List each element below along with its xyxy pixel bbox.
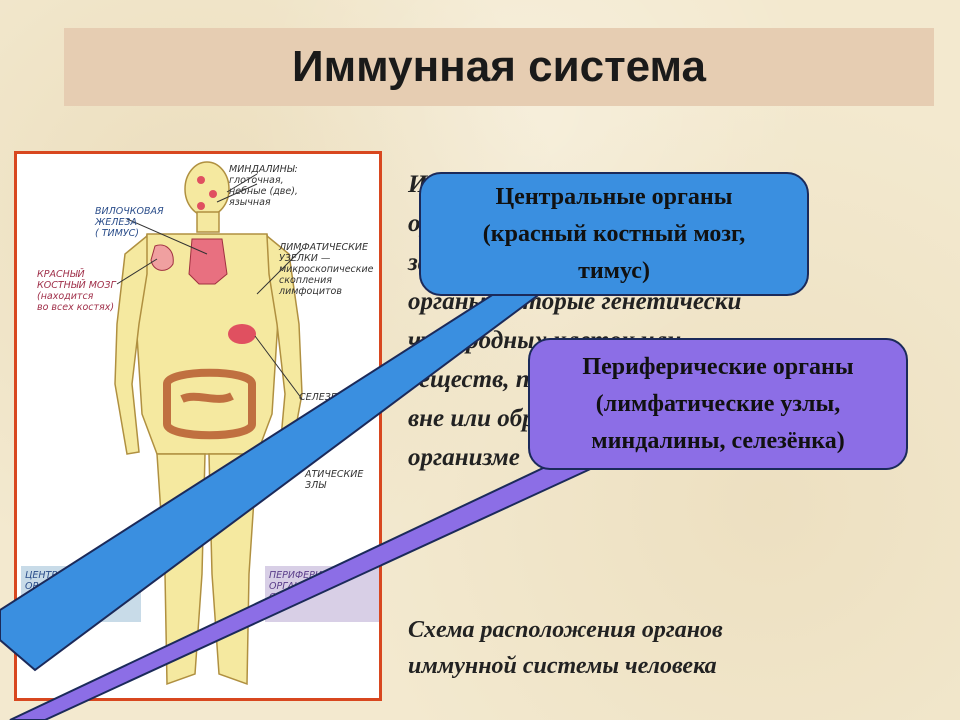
- central-organs-box: ЦЕНТР ОР СИСТЕМЫ: [21, 566, 141, 622]
- thymus-organ: [188, 238, 228, 285]
- page-title: Иммунная система: [291, 42, 706, 91]
- intestine: [180, 392, 234, 403]
- tonsil-mark: [197, 176, 205, 184]
- spleen-organ: [228, 324, 256, 344]
- central-organs-callout: Центральные органы (красный костный мозг…: [419, 172, 809, 296]
- lymph-nodes-lower-label: АТИЧЕСКИЕ ЗЛЫ: [305, 469, 364, 491]
- lymph-nodes-label: ЛИМФАТИЧЕСКИЕ УЗЕЛКИ — микроскопические …: [279, 242, 374, 297]
- left-leg: [156, 453, 206, 686]
- tonsils-label: МИНДАЛИНЫ: глоточная, небные (две), языч…: [229, 164, 298, 208]
- tonsil-mark: [209, 190, 217, 198]
- head: [184, 161, 230, 217]
- peripheral-organs-callout: Периферические органы (лимфатические узл…: [528, 338, 908, 470]
- title-bar: Иммунная система: [64, 28, 934, 106]
- thymus-label: ВИЛОЧКОВАЯ ЖЕЛЕЗА ( ТИМУС): [95, 206, 164, 239]
- tonsil-mark: [197, 202, 205, 210]
- bone-marrow-shoulder: [150, 244, 174, 271]
- right-leg: [208, 453, 258, 686]
- spleen-label: СЕЛЕЗЕ: [299, 392, 337, 403]
- bone-marrow-label: КРАСНЫЙ КОСТНЫЙ МОЗГ (находится во всех …: [37, 269, 116, 313]
- figure-caption: Схема расположения органов иммунной сист…: [408, 617, 723, 679]
- neck: [196, 211, 220, 233]
- anatomy-figure-frame: МИНДАЛИНЫ: глоточная, небные (две), языч…: [14, 151, 382, 701]
- peripheral-organs-box: ПЕРИФЕРИЧЕСК ОРГАНЫ И СИСТ: [265, 566, 379, 622]
